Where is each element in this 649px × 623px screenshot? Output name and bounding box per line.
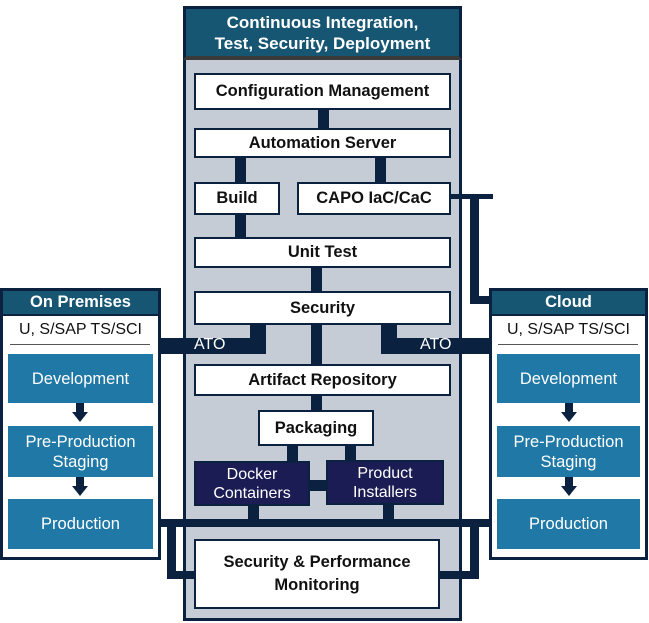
step-security[interactable]: Security: [194, 291, 451, 325]
step-docker-containers[interactable]: Docker Containers: [194, 461, 310, 506]
step-security-performance-monitoring[interactable]: Security & Performance Monitoring: [194, 539, 440, 609]
title-line-1: Continuous Integration,: [226, 12, 419, 32]
step-label: Build: [216, 189, 258, 207]
title-line-2: Test, Security, Deployment: [214, 33, 431, 53]
step-label: Configuration Management: [215, 82, 430, 100]
step-automation-server[interactable]: Automation Server: [194, 128, 451, 158]
cloud-title: Cloud: [492, 291, 645, 316]
step-label: CAPO IaC/CaC: [316, 189, 432, 207]
arrow-down-icon: [561, 412, 577, 422]
connector-ato-left: [158, 338, 266, 354]
arrow-down-icon: [561, 486, 577, 496]
connector-packaging-installers: [345, 445, 356, 461]
step-label-line1: Security & Performance: [223, 553, 411, 571]
stage-label-line2: Staging: [540, 452, 597, 471]
connector-docker-installers: [305, 480, 335, 491]
step-label-line2: Installers: [352, 483, 418, 501]
stage-label: Production: [41, 515, 120, 533]
step-label-line2: Monitoring: [274, 576, 360, 594]
connector-production-bus: [155, 519, 493, 527]
connector-config-automation: [318, 110, 329, 130]
step-unit-test[interactable]: Unit Test: [194, 237, 451, 268]
cloud-divider: [498, 344, 638, 345]
stage-label-line1: Pre-Production: [25, 432, 136, 451]
connector-automation-build: [235, 158, 246, 182]
step-label: Security: [289, 298, 356, 317]
step-build[interactable]: Build: [194, 182, 280, 215]
step-packaging[interactable]: Packaging: [258, 410, 374, 446]
connector-packaging-docker: [287, 445, 298, 461]
on-premises-title: On Premises: [3, 291, 158, 316]
cloud-stage-production[interactable]: Production: [497, 499, 640, 549]
step-label: Automation Server: [248, 133, 397, 152]
cloud-stage-pre-production-staging[interactable]: Pre-Production Staging: [497, 426, 640, 477]
stage-label: Production: [529, 515, 608, 533]
connector-left-loop-horizontal: [167, 571, 195, 579]
connector-capo-cloud-vertical: [470, 194, 479, 303]
on-premises-classification: U, S/SAP TS/SCI: [18, 321, 142, 338]
stage-label: Development: [519, 369, 618, 388]
step-configuration-management[interactable]: Configuration Management: [194, 73, 451, 110]
step-label: Artifact Repository: [248, 370, 397, 389]
connector-right-loop-horizontal: [438, 571, 479, 579]
cloud-stage-development[interactable]: Development: [497, 354, 640, 403]
connector-unittest-security: [311, 268, 322, 292]
connector-automation-capo: [375, 158, 386, 182]
stage-label: Development: [31, 369, 130, 388]
connector-security-artifact: [311, 324, 322, 366]
on-premises-stage-pre-production-staging[interactable]: Pre-Production Staging: [8, 426, 153, 477]
connector-artifact-packaging: [311, 395, 322, 411]
step-product-installers[interactable]: Product Installers: [326, 460, 444, 505]
connector-build-unittest: [235, 214, 246, 238]
on-premises-divider: [10, 344, 150, 345]
step-label-line1: Docker: [226, 465, 278, 483]
ato-left-label: ATO: [194, 336, 226, 353]
cloud-classification: U, S/SAP TS/SCI: [506, 321, 630, 338]
arrow-shaft: [565, 403, 573, 413]
connector-installers-down: [383, 505, 394, 525]
step-label-line1: Product: [357, 464, 413, 482]
on-premises-stage-development[interactable]: Development: [8, 354, 153, 403]
step-label: Unit Test: [287, 243, 358, 261]
step-artifact-repository[interactable]: Artifact Repository: [194, 364, 451, 396]
stage-label-line2: Staging: [52, 452, 109, 471]
connector-right-loop-vertical: [470, 519, 479, 579]
connector-left-loop-vertical: [167, 519, 176, 579]
arrow-shaft: [565, 477, 573, 487]
connector-capo-cloud-horizontal: [470, 296, 493, 304]
stage-label-line1: Pre-Production: [513, 432, 624, 451]
connector-ato-right: [381, 338, 493, 354]
arrow-shaft: [76, 477, 84, 487]
step-label-line2: Containers: [213, 484, 291, 502]
cicd-panel-title: Continuous Integration, Test, Security, …: [183, 6, 462, 60]
arrow-down-icon: [72, 412, 88, 422]
step-label: Packaging: [274, 418, 358, 437]
on-premises-stage-production[interactable]: Production: [8, 499, 153, 549]
step-capo-iac-cac[interactable]: CAPO IaC/CaC: [297, 182, 451, 215]
connector-docker-down: [248, 505, 259, 525]
arrow-down-icon: [72, 486, 88, 496]
arrow-shaft: [76, 403, 84, 413]
ato-right-label: ATO: [420, 336, 452, 353]
